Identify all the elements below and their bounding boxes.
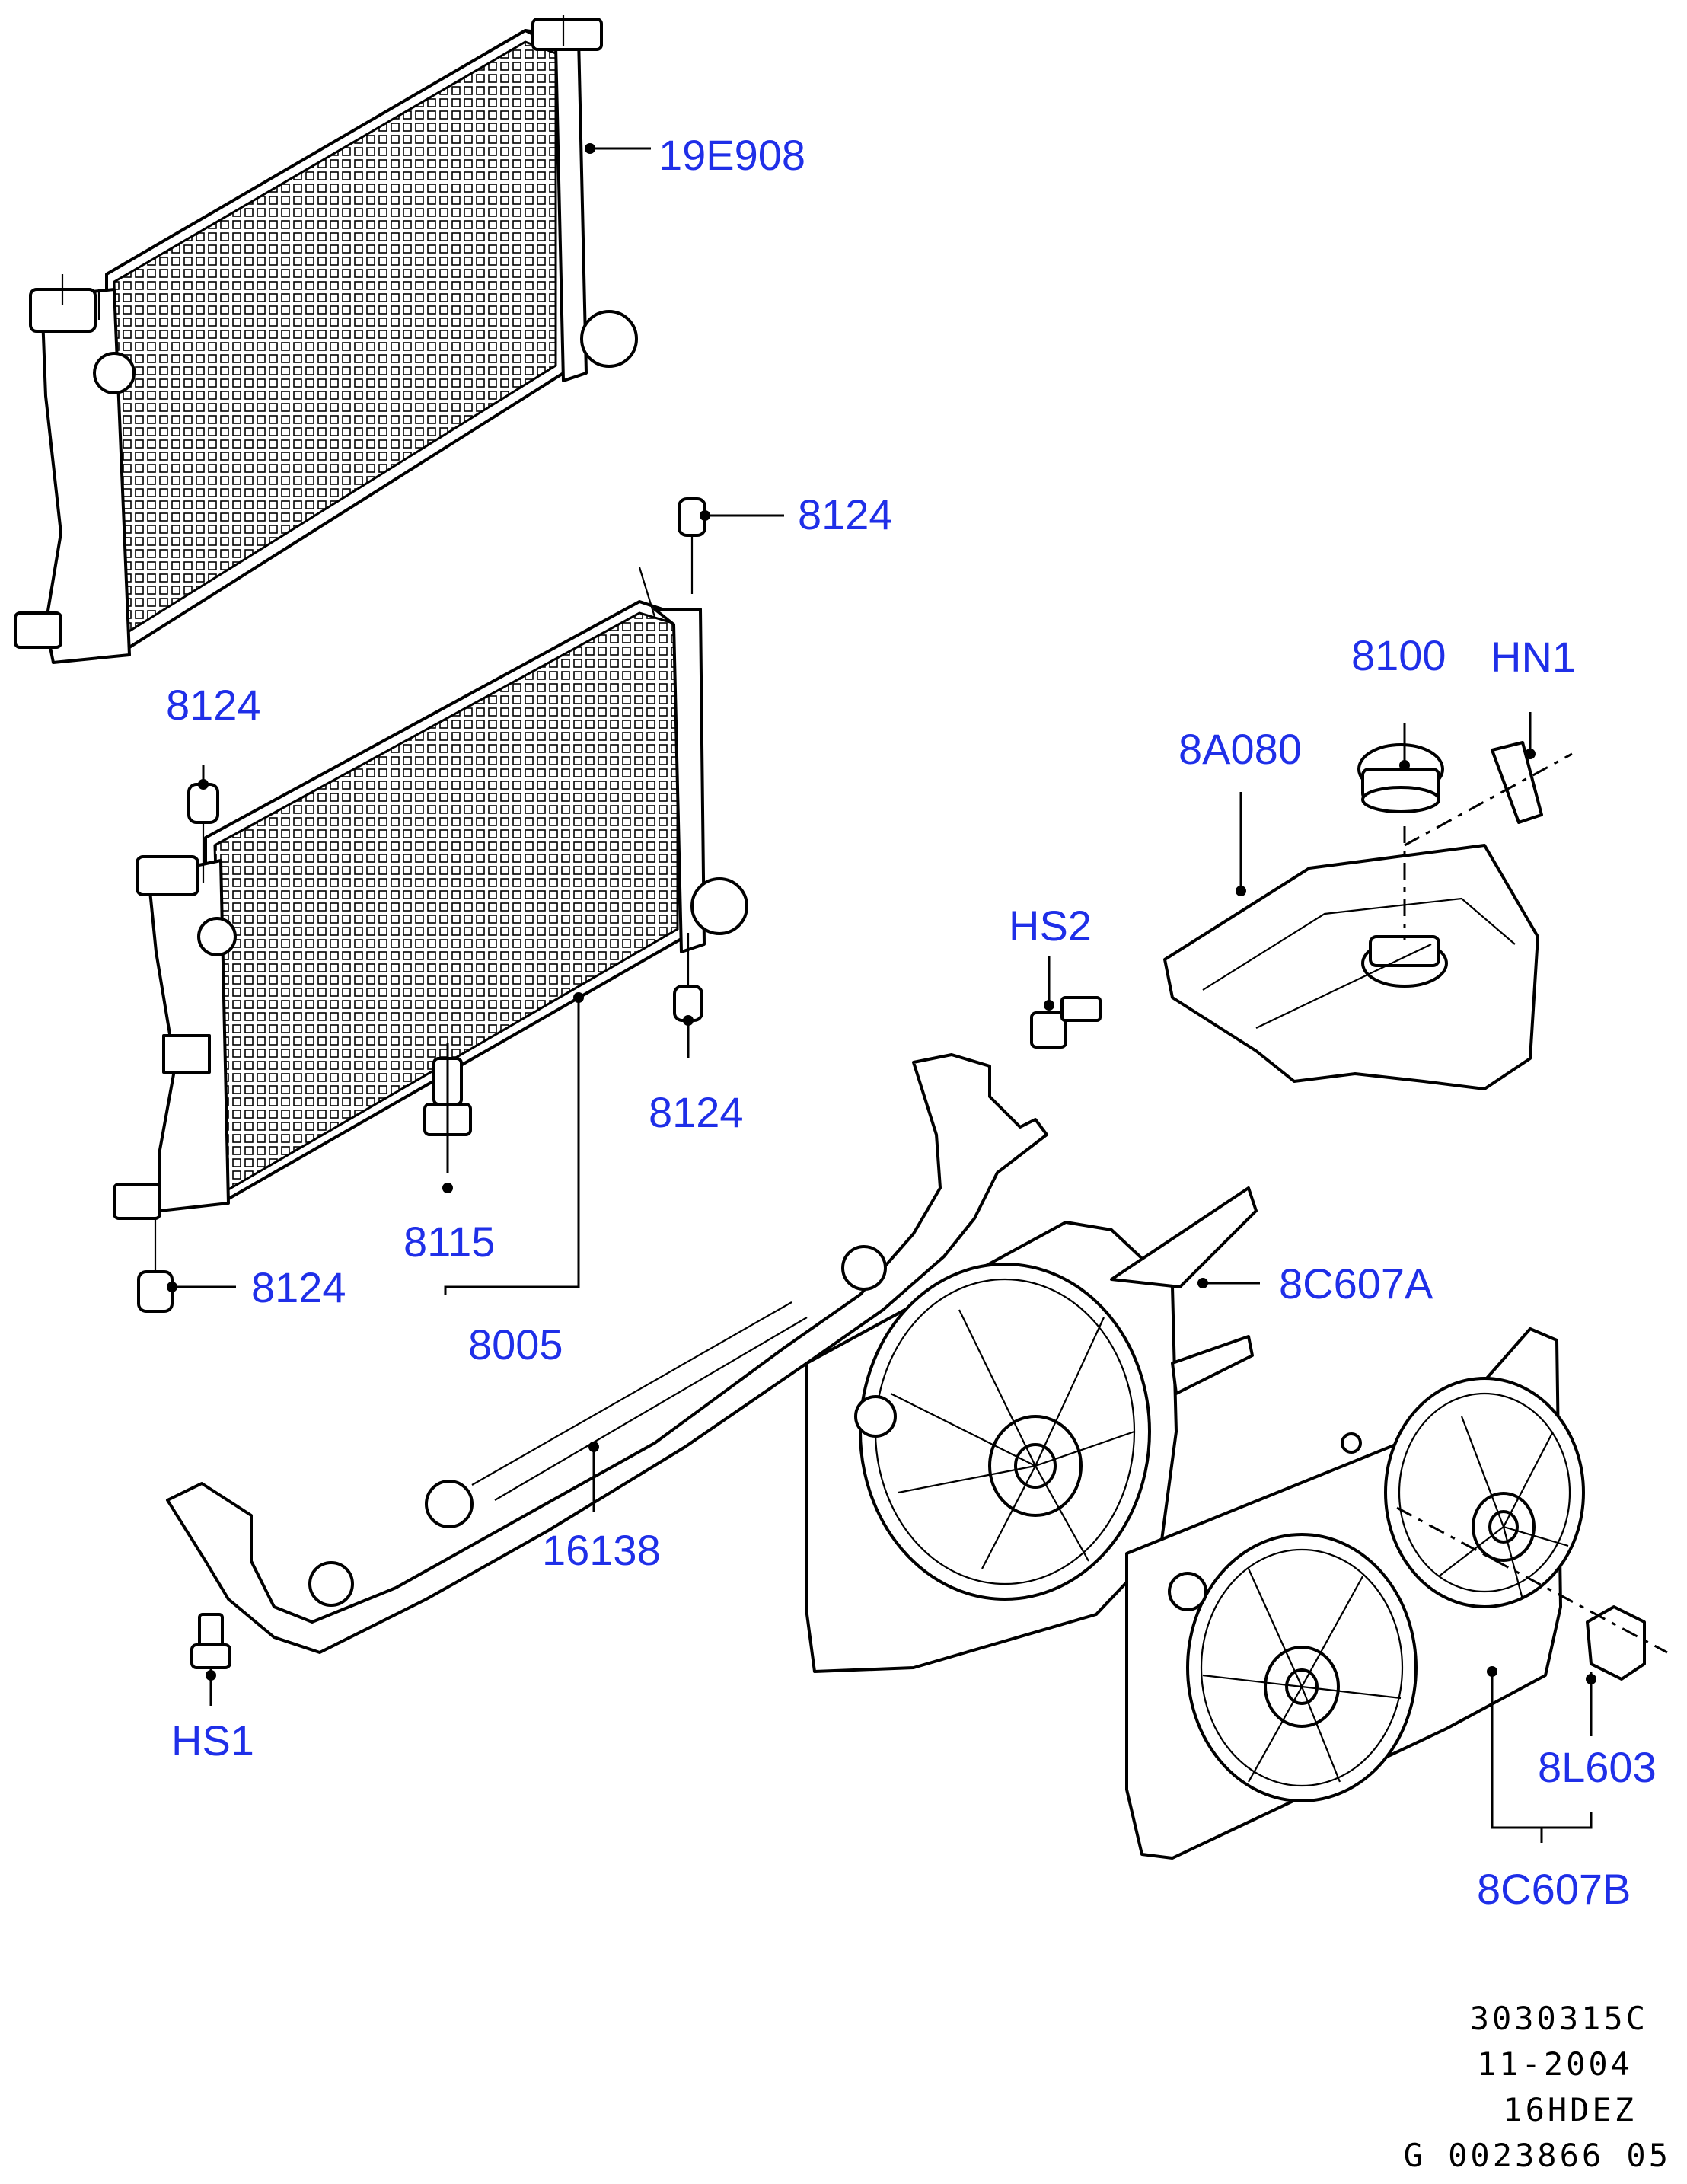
cross-member-16138-illustration	[166, 1053, 1048, 1654]
assembly-lines	[1396, 752, 1668, 1654]
callout-HN1: HN1	[1491, 633, 1576, 681]
reference-line-3: 16HDEZ	[1503, 2091, 1637, 2128]
bolt-HS2	[1030, 996, 1102, 1049]
fan-shroud-8C607A-illustration	[805, 1186, 1258, 1673]
callout-8C607B: 8C607B	[1477, 1865, 1631, 1913]
resistor-8L603	[1586, 1605, 1646, 1681]
callout-8L603: 8L603	[1538, 1743, 1657, 1791]
clip-HN1	[1491, 741, 1543, 824]
fan-shroud-8C607B-illustration	[1125, 1327, 1585, 1860]
reference-line-1: 3030315C	[1470, 2000, 1648, 2037]
callout-19E908: 19E908	[659, 131, 805, 179]
callout-16138: 16138	[542, 1526, 661, 1574]
callout-8A080: 8A080	[1178, 725, 1302, 773]
callout-8124-right: 8124	[649, 1088, 744, 1136]
callout-8124-bottom: 8124	[251, 1263, 346, 1311]
callout-HS2: HS2	[1009, 902, 1092, 950]
reference-line-2: 11-2004	[1477, 2045, 1633, 2083]
grommet-8124-bottom	[137, 1218, 174, 1313]
reference-line-4: G 0023866 05	[1404, 2137, 1671, 2174]
callout-8124-top: 8124	[798, 490, 893, 538]
radiator-19E908-illustration	[14, 15, 638, 664]
callout-HS1: HS1	[171, 1716, 254, 1764]
callout-8115: 8115	[403, 1218, 495, 1266]
reference-block: 3030315C 11-2004 16HDEZ G 0023866 05	[1404, 2000, 1671, 2174]
bolt-HS1	[190, 1613, 231, 1669]
callout-8005: 8005	[468, 1320, 563, 1368]
callout-8C607A: 8C607A	[1279, 1260, 1433, 1308]
cap-8100	[1357, 743, 1444, 813]
callout-8124-left: 8124	[166, 681, 261, 729]
leader-lines	[167, 143, 1596, 1843]
radiator-8005-illustration	[113, 567, 748, 1220]
callout-8100: 8100	[1351, 631, 1446, 679]
expansion-tank-8A080-illustration	[1163, 844, 1539, 1090]
